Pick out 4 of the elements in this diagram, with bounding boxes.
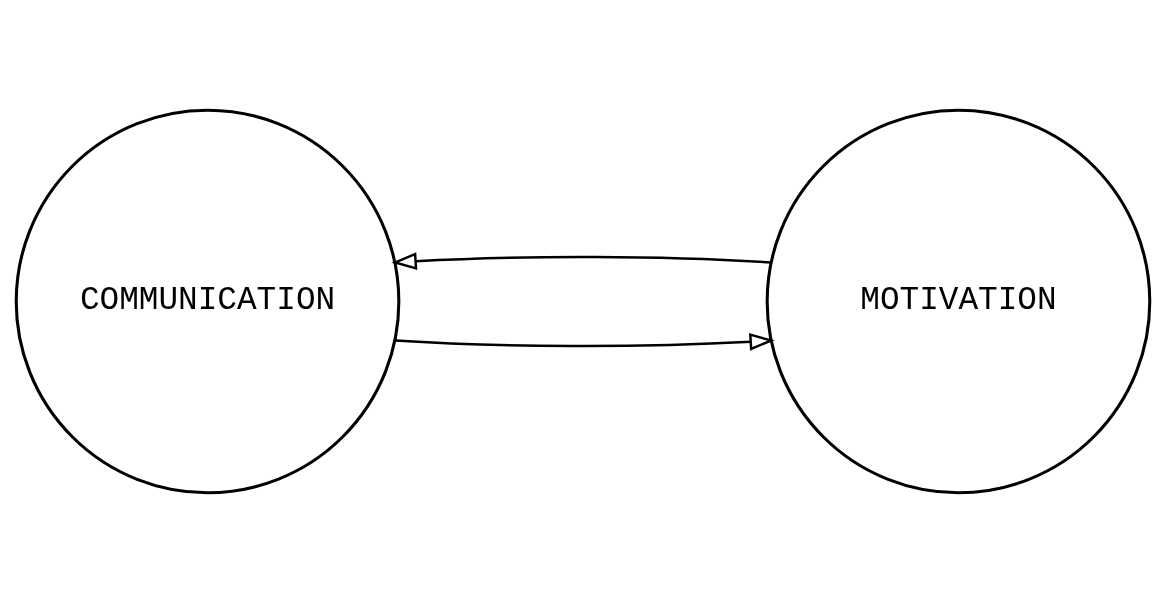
arrow [391, 251, 772, 270]
arrow [395, 332, 775, 351]
node-circle: COMMUNICATION [14, 108, 401, 494]
node-circle: MOTIVATION [765, 108, 1152, 494]
